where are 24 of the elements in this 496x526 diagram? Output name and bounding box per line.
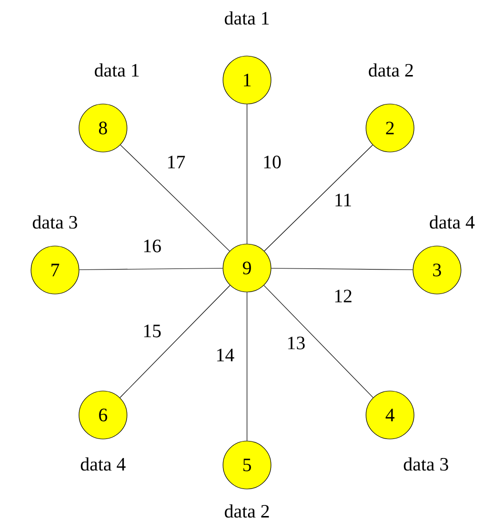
edge-line	[246, 104, 248, 244]
edge-line	[264, 285, 374, 398]
edge-label: 17	[166, 154, 186, 170]
edge-label: 11	[332, 192, 354, 208]
node-label: data 1	[224, 11, 269, 25]
node-label: data 3	[404, 457, 448, 471]
edge-line	[120, 285, 230, 398]
edge-label: 12	[332, 288, 354, 304]
edge-label: 14	[214, 348, 236, 362]
edge-label: 13	[286, 336, 306, 350]
edge-line	[246, 292, 248, 441]
node-label: data 4	[80, 457, 126, 471]
edge-line	[79, 268, 223, 270]
node-label: data 1	[94, 63, 139, 77]
edge-line	[264, 144, 373, 252]
node-label: data 2	[224, 504, 269, 518]
edge-label: 16	[142, 238, 162, 254]
node-label: data 4	[430, 215, 475, 229]
node-label: data 2	[368, 63, 413, 77]
edge-line	[271, 268, 413, 270]
edge-label: 10	[262, 154, 282, 170]
edge-line	[120, 144, 230, 252]
edge-label: 15	[142, 324, 162, 338]
node-label: data 3	[32, 215, 78, 229]
